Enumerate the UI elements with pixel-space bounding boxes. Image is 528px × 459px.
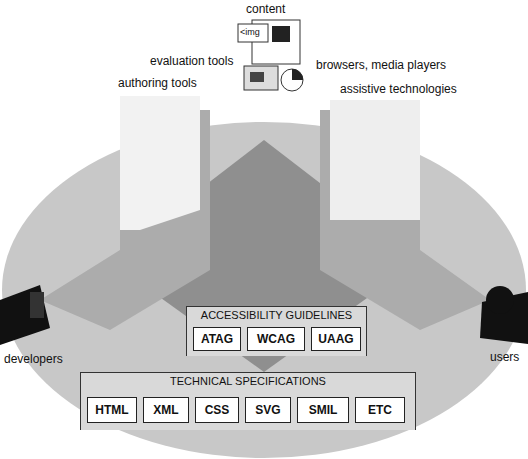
spec-box: XML [143,397,189,423]
box-label: CSS [205,403,230,417]
pie-slice [292,69,303,80]
code-tag: <img [240,27,260,38]
band-title: ACCESSIBILITY GUIDELINES [187,309,366,322]
group-band: ACCESSIBILITY GUIDELINES ATAG WCAG UAAG [186,306,367,356]
box-label: WCAG [257,332,295,346]
box-label: XML [153,403,178,417]
component-label: developers [4,352,63,366]
component-label: content [246,2,285,16]
content-screen [244,66,278,90]
pie-chart [281,69,303,91]
developer-monitor [30,292,44,318]
box-label: SMIL [309,403,338,417]
box-label: HTML [95,403,128,417]
user-head [486,286,514,314]
component-label: evaluation tools [150,54,233,68]
spec-box: SMIL [297,397,349,423]
spec-box: CSS [195,397,239,423]
spec-box: WCAG [247,327,305,351]
component-label: authoring tools [118,76,197,90]
developer-desk [0,285,50,345]
spec-box: SVG [245,397,291,423]
box-label: SVG [255,403,280,417]
spec-box: HTML [87,397,137,423]
component-label: users [490,350,519,364]
spec-box: UAAG [311,327,361,351]
box-label: ETC [368,403,392,417]
browser-panel [330,100,420,220]
tool-panel [120,96,200,230]
band-title: TECHNICAL SPECIFICATIONS [81,375,415,388]
box-label: ATAG [201,332,233,346]
spec-box: ATAG [193,327,241,351]
content-icon [250,72,264,82]
component-label: assistive technologies [340,82,457,96]
group-band: TECHNICAL SPECIFICATIONS HTML XML CSS SVG SMI… [80,372,416,430]
box-label: UAAG [318,332,353,346]
component-label: browsers, media players [316,58,446,72]
content-image [272,26,290,42]
spec-box: ETC [355,397,405,423]
content-code [238,24,268,42]
